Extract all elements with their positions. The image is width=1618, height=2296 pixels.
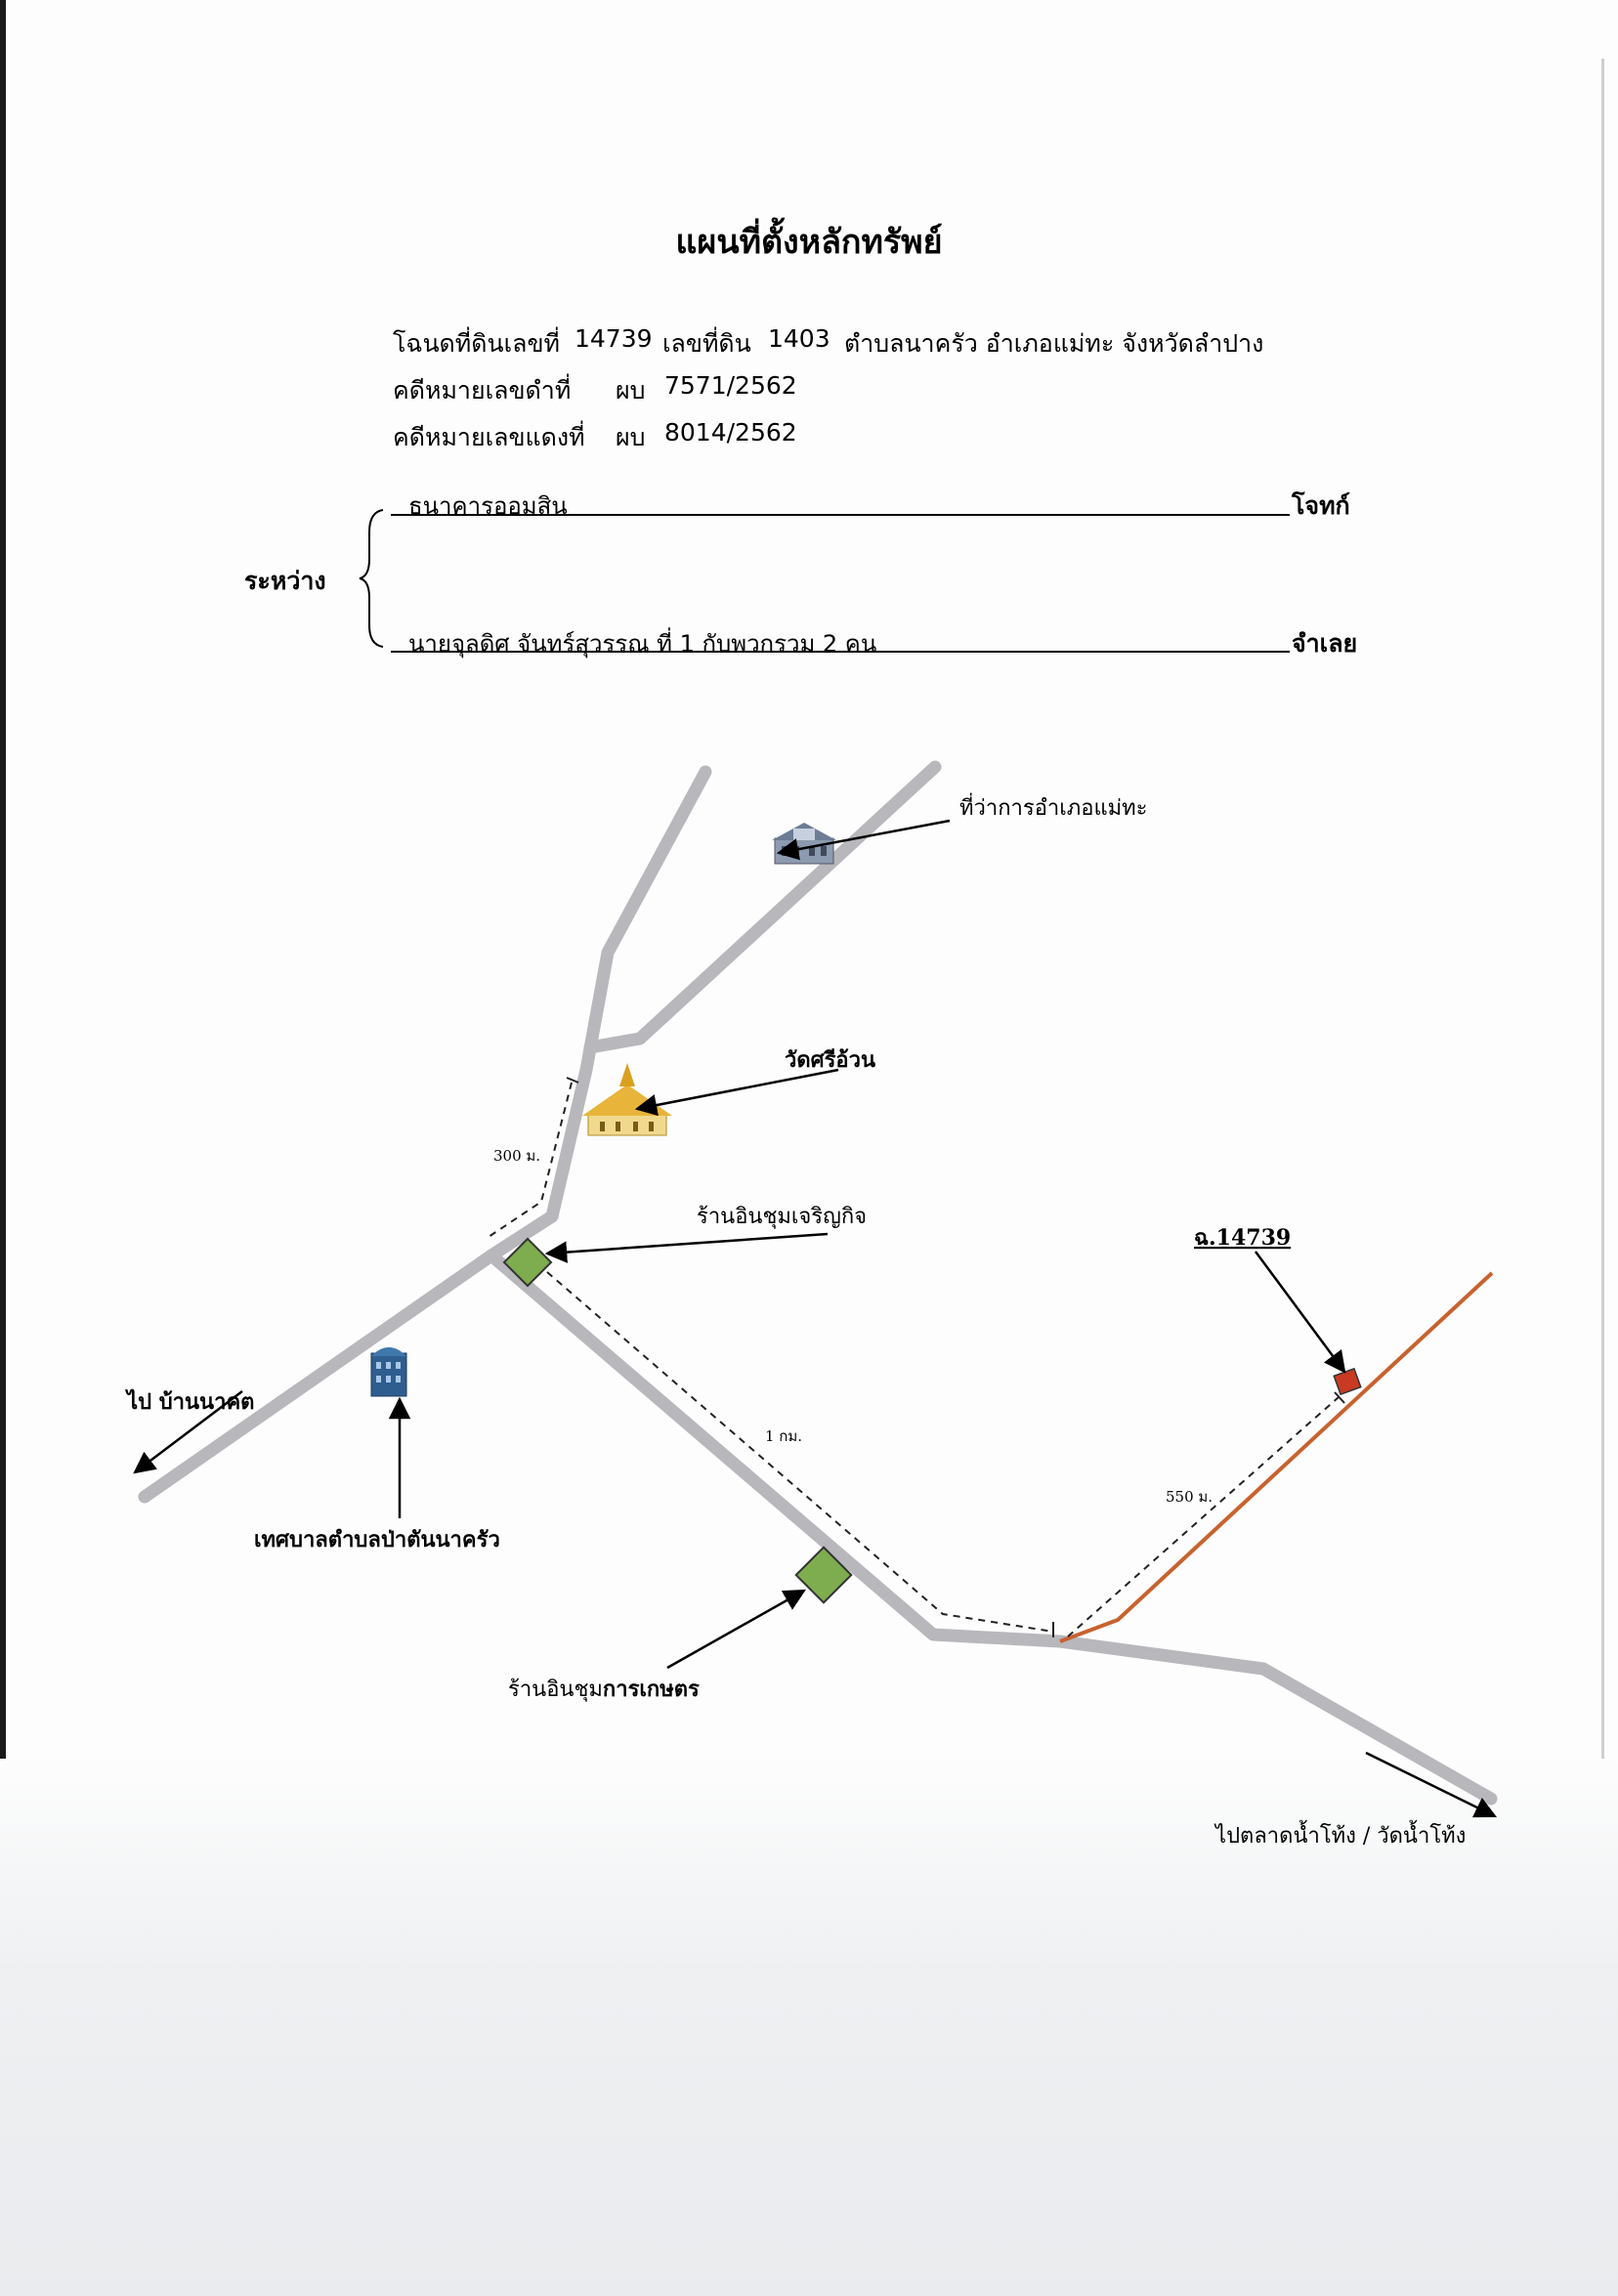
distance-1km: 1 กม. (765, 1427, 802, 1445)
plaintiff-underline (391, 514, 1290, 516)
defendant-role: จำเลย (1292, 629, 1358, 658)
dist-line-550m (1067, 1396, 1340, 1637)
black-case-label: คดีหมายเลขดำที่ (393, 376, 572, 404)
label-municipality: เทศบาลตำบลป่าตันนาครัว (254, 1527, 500, 1552)
land-label: เลขที่ดิน (662, 329, 751, 358)
dist-line-1km (546, 1271, 1054, 1633)
defendant-underline (391, 651, 1290, 653)
black-case-prefix: ผบ (616, 376, 646, 404)
distance-550m: 550 ม. (1166, 1488, 1213, 1506)
arrow-temple (634, 1068, 839, 1117)
municipality-building-icon (370, 1347, 407, 1397)
label-temple: วัดศรีอ้วน (785, 1047, 875, 1073)
distance-lines (485, 1082, 1340, 1637)
arrow-west (133, 1390, 243, 1474)
distance-300m: 300 ม. (493, 1147, 540, 1165)
temple-icon (582, 1063, 672, 1136)
label-shop2: ร้านอินชุมการเกษตร (508, 1677, 700, 1702)
pointer-arrows (133, 819, 1498, 1818)
road-network (138, 760, 1498, 1806)
label-to-market: ไปตลาดน้ำโท้ง / วัดน้ำโท้ง (1214, 1820, 1466, 1849)
deed-label: โฉนดที่ดินเลขที่ (393, 329, 561, 358)
shop-marker-icon (794, 1546, 853, 1604)
deed-number: 14739 (575, 324, 653, 353)
label-district-office: ที่ว่าการอำเภอแม่ทะ (959, 792, 1148, 821)
road-north-right (583, 760, 942, 1054)
distance-ticks (566, 1077, 1345, 1637)
shop-marker-icon (502, 1237, 553, 1288)
arrow-shop2 (666, 1589, 806, 1670)
arrow-district-office (776, 819, 951, 861)
deed-location: ตำบลนาครัว อำเภอแม่ทะ จังหวัดลำปาง (844, 329, 1264, 358)
defendant-name: นายจุลดิศ จันทร์สุวรรณ ที่ 1 กับพวกรวม 2… (408, 630, 877, 658)
red-case-label: คดีหมายเลขแดงที่ (393, 423, 585, 451)
label-plot: ฉ.14739 (1194, 1225, 1291, 1251)
scan-edge-right (1601, 59, 1604, 2267)
scan-shading (0, 1759, 1618, 2296)
plot-marker-icon (1333, 1367, 1362, 1396)
plaintiff-role: โจทก์ (1292, 491, 1350, 520)
red-case-number: 8014/2562 (664, 418, 797, 446)
red-case-prefix: ผบ (616, 423, 646, 451)
label-shop1: ร้านอินชุมเจริญกิจ (697, 1205, 867, 1229)
arrow-shop1 (544, 1232, 829, 1263)
label-to-ban-nakot: ไป บ้านนาคต (125, 1388, 254, 1415)
road-north-left (485, 765, 712, 1262)
black-case-number: 7571/2562 (664, 371, 797, 400)
between-label: ระหว่าง (244, 567, 326, 595)
page-title: แผนที่ตั้งหลักทรัพย์ (675, 223, 943, 262)
road-to-plot (1059, 1271, 1494, 1643)
road-southeast (485, 1249, 1498, 1806)
road-west (138, 1249, 498, 1504)
scan-edge (0, 0, 6, 2296)
land-number: 1403 (768, 324, 830, 353)
dist-line-300m (485, 1082, 573, 1240)
arrow-plot (1254, 1251, 1346, 1374)
arrow-market (1365, 1751, 1498, 1818)
